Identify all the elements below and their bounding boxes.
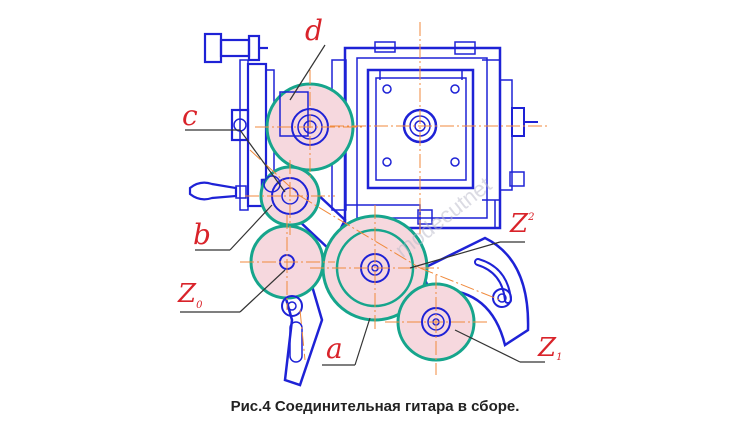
label-c: c [182, 99, 198, 132]
axis-lines [240, 22, 550, 375]
label-z0-main: Z [177, 279, 197, 309]
label-z1-main: Z [537, 333, 557, 363]
label-z2-sub: 2 [527, 212, 534, 223]
guitar-assembly-drawing: modecutnet d c b Z0 a Z2 Z1 [177, 14, 562, 387]
leader-lines [180, 44, 545, 366]
label-z1: Z1 [537, 333, 562, 363]
label-z1-sub: 1 [556, 352, 562, 363]
label-z2-main: Z [509, 209, 529, 239]
label-a: a [326, 332, 343, 365]
gearbox-housing [331, 41, 538, 230]
label-z0: Z0 [177, 279, 203, 311]
figure-caption: Рис.4 Соединительная гитара в сборе. [230, 398, 520, 415]
label-d: d [305, 14, 323, 47]
label-z2: Z2 [509, 209, 534, 239]
label-b: b [193, 218, 211, 251]
labels: d c b Z0 a Z2 Z1 [177, 14, 562, 365]
label-z0-sub: 0 [196, 300, 203, 311]
